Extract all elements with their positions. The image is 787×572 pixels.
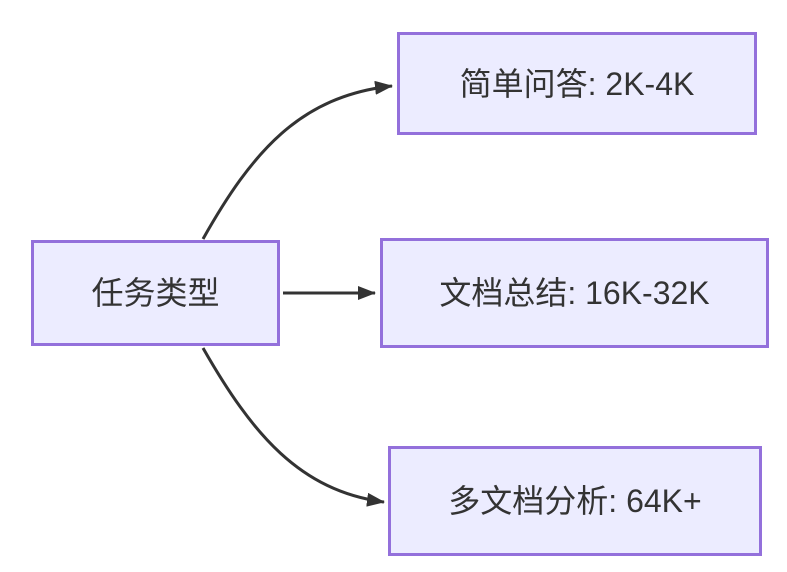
node-doc-summary-label: 文档总结: 16K-32K	[439, 275, 710, 311]
node-task-type: 任务类型	[31, 240, 280, 346]
edge-root-to-simple-qa	[201, 80, 393, 240]
node-task-type-label: 任务类型	[91, 275, 220, 311]
node-doc-summary: 文档总结: 16K-32K	[380, 238, 769, 348]
edge-root-to-multi-doc	[201, 347, 385, 507]
node-simple-qa: 简单问答: 2K-4K	[397, 32, 757, 135]
node-multi-doc-label: 多文档分析: 64K+	[448, 483, 702, 519]
node-multi-doc: 多文档分析: 64K+	[388, 446, 762, 556]
node-simple-qa-label: 简单问答: 2K-4K	[459, 65, 695, 102]
